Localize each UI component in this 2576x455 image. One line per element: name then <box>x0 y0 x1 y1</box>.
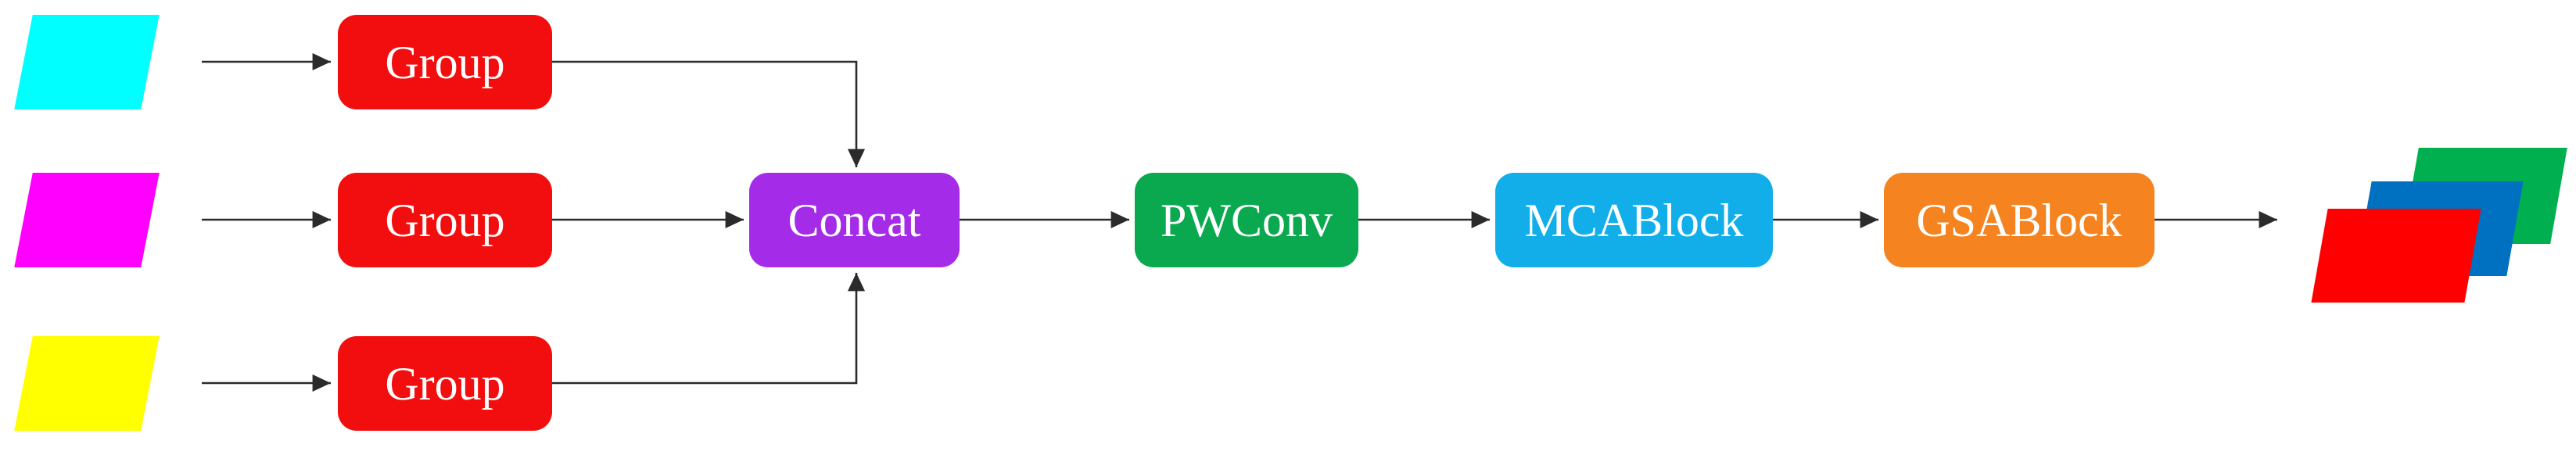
input-parallelogram-magenta <box>14 173 160 267</box>
block-group-1: Group <box>338 15 552 109</box>
arrow-group1-to-concat <box>552 60 866 167</box>
block-group-2: Group <box>338 173 552 267</box>
arrow-group3-to-concat <box>552 273 866 385</box>
input-parallelogram-yellow <box>14 336 160 431</box>
block-mcablock: MCABlock <box>1495 173 1773 267</box>
block-gsablock: GSABlock <box>1884 173 2154 267</box>
input-parallelogram-cyan <box>14 15 160 109</box>
output-parallelogram-red <box>2311 209 2481 303</box>
block-concat: Concat <box>749 173 960 267</box>
block-group-3: Group <box>338 336 552 431</box>
block-pwconv: PWConv <box>1135 173 1358 267</box>
